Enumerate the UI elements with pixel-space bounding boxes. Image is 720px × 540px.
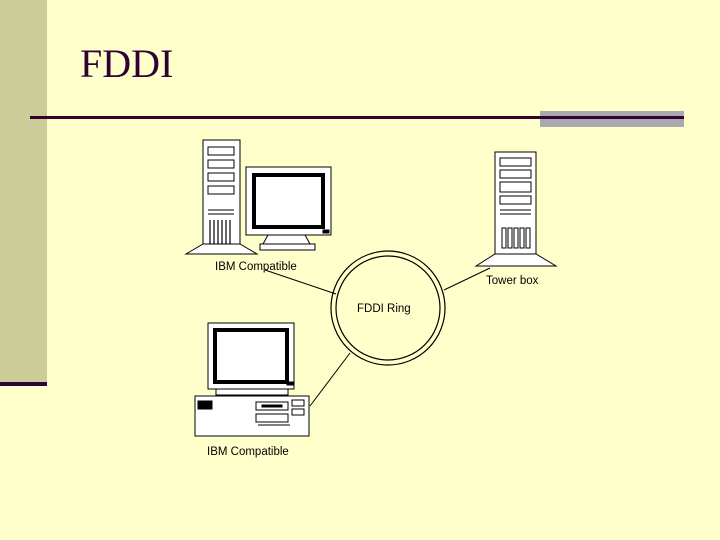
left-accent-bar [0,0,47,382]
top-left-label: IBM Compatible [215,261,297,273]
right-label: Tower box [486,275,539,287]
title-rule [30,116,684,119]
fddi-ring-icon [330,250,446,366]
slide-title: FDDI [80,41,174,86]
desktop-pc-icon [194,322,310,437]
bottom-label: IBM Compatible [207,446,289,458]
tower-pc-with-monitor-icon [184,139,332,255]
ring-label: FDDI Ring [357,303,411,315]
tower-box-icon [474,151,558,267]
connector-top-left [264,269,337,295]
left-accent-bar-edge [0,382,47,386]
title-rule-accent [540,111,684,127]
connector-bottom [309,352,351,407]
connector-right [443,267,491,291]
connector-lines [264,267,491,407]
